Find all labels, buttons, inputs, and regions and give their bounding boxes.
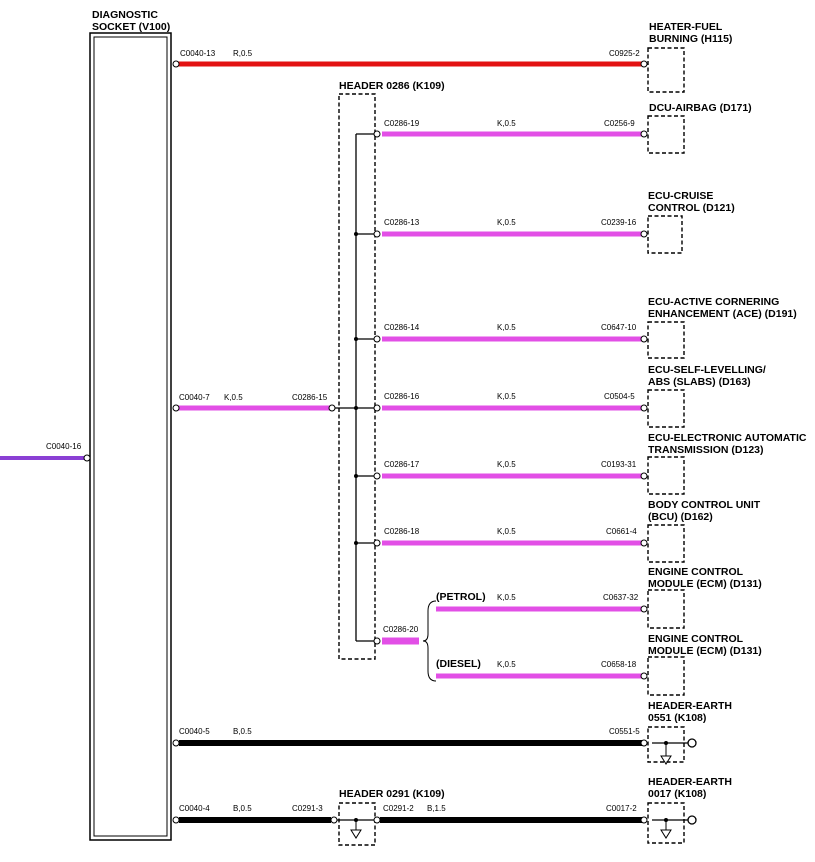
feed-from-label: C0040-7 xyxy=(179,393,210,402)
airbag-to-label: C0256-9 xyxy=(604,119,635,128)
input-pin xyxy=(83,454,91,462)
transmission-from-label: C0286-17 xyxy=(384,460,420,469)
heater-title-2: BURNING (H115) xyxy=(649,33,732,45)
circuit-bcu xyxy=(354,524,685,563)
ecm-diesel-variant: (DIESEL) xyxy=(436,658,481,670)
slabs-to-label: C0504-5 xyxy=(604,392,635,401)
header-0286-title: HEADER 0286 (K109) xyxy=(339,80,445,92)
slabs-title-1: ECU-SELF-LEVELLING/ xyxy=(648,364,766,376)
earth-0017-to-label: C0017-2 xyxy=(606,804,637,813)
slabs-title-2: ABS (SLABS) (D163) xyxy=(648,376,751,388)
socket-title-1: DIAGNOSTIC xyxy=(92,9,158,21)
airbag-title-1: DCU-AIRBAG (D171) xyxy=(649,102,752,114)
ace-title-1: ECU-ACTIVE CORNERING xyxy=(648,296,779,308)
ace-wire-label: K,0.5 xyxy=(497,323,516,332)
heater-from-label: C0040-13 xyxy=(180,49,216,58)
earth-0017-title-2: 0017 (K108) xyxy=(648,788,706,800)
ace-title-2: ENHANCEMENT (ACE) (D191) xyxy=(648,308,797,320)
ecm-petrol-to-label: C0637-32 xyxy=(603,593,639,602)
ecm-diesel-title-1: ENGINE CONTROL xyxy=(648,633,744,645)
transmission-title-2: TRANSMISSION (D123) xyxy=(648,444,764,456)
cruise-to-label: C0239-16 xyxy=(601,218,637,227)
heater-module-box xyxy=(647,47,685,93)
slabs-wire-label: K,0.5 xyxy=(497,392,516,401)
earth-0551-wire-label: B,0.5 xyxy=(233,727,252,736)
bcu-from-label: C0286-18 xyxy=(384,527,420,536)
ecm-petrol-title-1: ENGINE CONTROL xyxy=(648,566,744,578)
heater-title-1: HEATER-FUEL xyxy=(649,21,723,33)
header-0286-box xyxy=(338,93,376,660)
feed-pin-right xyxy=(328,404,336,412)
socket-inner-box xyxy=(93,36,168,837)
feed-wire-label: K,0.5 xyxy=(224,393,243,402)
input-connector-label: C0040-16 xyxy=(46,442,82,451)
airbag-from-label: C0286-19 xyxy=(384,119,420,128)
ecm-from-label: C0286-20 xyxy=(383,625,419,634)
header-0291-right-label: C0291-2 xyxy=(383,804,414,813)
ecm-diesel-title-2: MODULE (ECM) (D131) xyxy=(648,645,762,657)
transmission-wire-label: K,0.5 xyxy=(497,460,516,469)
ace-to-label: C0647-10 xyxy=(601,323,637,332)
circuit-slabs xyxy=(356,389,685,428)
earth-0017-wire-label: B,0.5 xyxy=(233,804,252,813)
circuit-cruise xyxy=(354,215,683,254)
circuit-transmission xyxy=(354,456,685,495)
circuit-ecm-split xyxy=(356,589,685,696)
bcu-title-1: BODY CONTROL UNIT xyxy=(648,499,761,511)
slabs-from-label: C0286-16 xyxy=(384,392,420,401)
cruise-from-label: C0286-13 xyxy=(384,218,420,227)
bcu-wire-label: K,0.5 xyxy=(497,527,516,536)
transmission-title-1: ECU-ELECTRONIC AUTOMATIC xyxy=(648,432,807,444)
earth-0017-from-label: C0040-4 xyxy=(179,804,210,813)
bcu-title-2: (BCU) (D162) xyxy=(648,511,713,523)
cruise-wire-label: K,0.5 xyxy=(497,218,516,227)
earth-0017-title-1: HEADER-EARTH xyxy=(648,776,732,788)
circuit-ace xyxy=(354,321,685,359)
earth-0017 xyxy=(172,802,697,846)
feed-to-label: C0286-15 xyxy=(292,393,328,402)
feed-pin-left xyxy=(172,404,180,412)
ecm-diesel-wire-label: K,0.5 xyxy=(497,660,516,669)
ecm-diesel-to-label: C0658-18 xyxy=(601,660,637,669)
ecm-petrol-title-2: MODULE (ECM) (D131) xyxy=(648,578,762,590)
earth-0551-title-2: 0551 (K108) xyxy=(648,712,706,724)
heater-pin-right xyxy=(640,60,648,68)
airbag-wire-label: K,0.5 xyxy=(497,119,516,128)
ace-from-label: C0286-14 xyxy=(384,323,420,332)
cruise-title-1: ECU-CRUISE xyxy=(648,190,713,202)
earth-0551-from-label: C0040-5 xyxy=(179,727,210,736)
cruise-title-2: CONTROL (D121) xyxy=(648,202,735,214)
header-0291-wire-label: B,1.5 xyxy=(427,804,446,813)
ecm-petrol-variant: (PETROL) xyxy=(436,591,486,603)
bcu-to-label: C0661-4 xyxy=(606,527,637,536)
earth-0551 xyxy=(172,726,697,765)
header-0291-left-label: C0291-3 xyxy=(292,804,323,813)
heater-wire-label: R,0.5 xyxy=(233,49,253,58)
heater-to-label: C0925-2 xyxy=(609,49,640,58)
earth-0551-to-label: C0551-5 xyxy=(609,727,640,736)
heater-pin-left xyxy=(172,60,180,68)
socket-outer-box xyxy=(89,32,172,841)
circuit-airbag xyxy=(356,115,685,154)
ecm-petrol-wire-label: K,0.5 xyxy=(497,593,516,602)
transmission-to-label: C0193-31 xyxy=(601,460,637,469)
socket-title-2: SOCKET (V100) xyxy=(92,21,170,33)
earth-0551-title-1: HEADER-EARTH xyxy=(648,700,732,712)
header-0291-title: HEADER 0291 (K109) xyxy=(339,788,445,800)
